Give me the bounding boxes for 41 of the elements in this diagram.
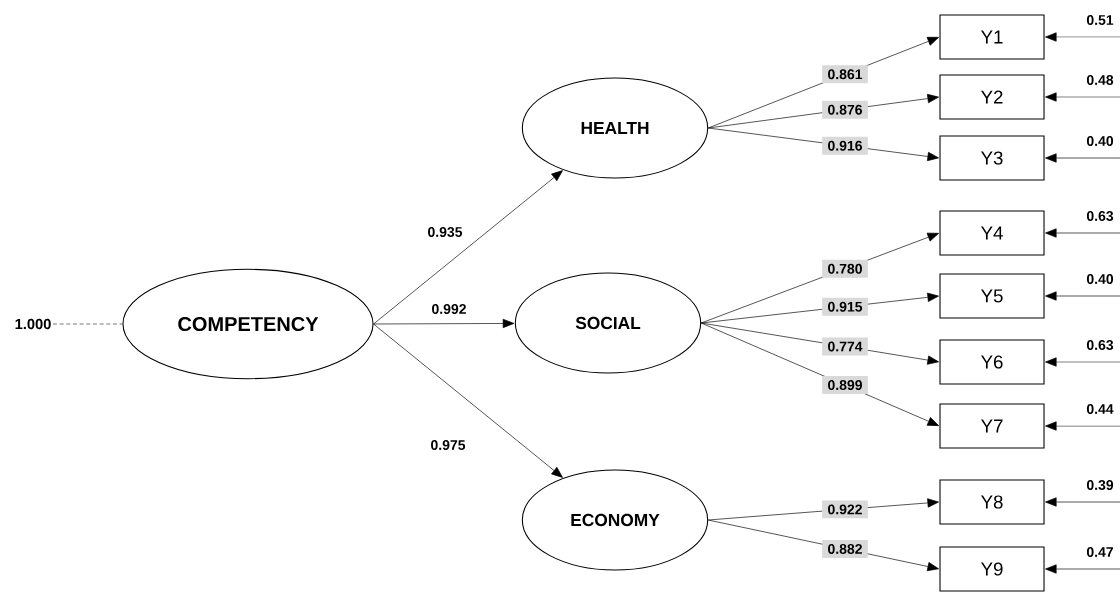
indicator-box: Y6 (939, 339, 1045, 385)
indicator-box: Y8 (939, 479, 1045, 525)
error-arrow (1045, 497, 1120, 507)
loading-label: 0.915 (822, 297, 868, 316)
indicator-box: Y1 (939, 14, 1045, 60)
path-label: 0.975 (425, 436, 471, 454)
arrow (373, 323, 563, 478)
path-label: 0.935 (422, 223, 468, 241)
error-arrow (1045, 228, 1120, 238)
indicator-box: Y2 (939, 74, 1045, 120)
error-arrow (1045, 153, 1120, 163)
indicator-box: Y5 (939, 273, 1045, 319)
indicator-box: Y9 (939, 546, 1045, 592)
loading-label: 0.882 (822, 540, 868, 558)
error-label: 0.63 (1081, 207, 1119, 225)
connector-line (52, 323, 123, 325)
error-label: 0.39 (1081, 476, 1119, 494)
arrow (373, 318, 515, 329)
error-label: 0.47 (1081, 543, 1119, 561)
loading-label: 0.916 (822, 136, 868, 155)
loading-label: 0.861 (822, 65, 868, 84)
loading-label: 0.876 (822, 100, 868, 119)
loading-label: 0.899 (822, 376, 868, 394)
error-label: 0.40 (1081, 270, 1119, 288)
indicator-box: Y7 (939, 403, 1045, 449)
indicator-box: Y3 (939, 135, 1045, 181)
error-arrow (1045, 421, 1120, 431)
error-arrow (1045, 564, 1120, 574)
error-label: 0.40 (1081, 132, 1119, 150)
error-label: 0.44 (1081, 400, 1119, 418)
loading-label: 0.774 (822, 337, 868, 356)
variance-label: 1.000 (15, 318, 51, 330)
indicator-box: Y4 (939, 210, 1045, 256)
error-label: 0.51 (1081, 11, 1119, 29)
arrow (373, 170, 563, 325)
error-label: 0.48 (1081, 71, 1119, 89)
loading-label: 0.780 (822, 259, 868, 278)
error-label: 0.63 (1081, 336, 1119, 354)
error-arrow (1045, 291, 1120, 301)
loading-label: 0.922 (822, 500, 868, 519)
path-label: 0.992 (426, 300, 472, 318)
